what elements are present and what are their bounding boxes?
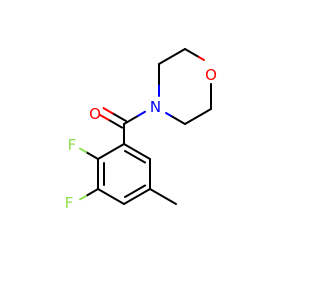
- bond-c2-o: [184, 48, 200, 59]
- bond-c4-n-blue: [165, 112, 172, 117]
- bond-c5-methyl: [149, 188, 177, 205]
- bond-c1-c2: [158, 48, 186, 65]
- atom-label-fluorine-3: F: [65, 194, 74, 212]
- atom-label-fluorine-2: F: [68, 136, 77, 154]
- bond-ring-c4-c5-inner: [124, 184, 146, 198]
- bond-carbonyl-double-b: [107, 118, 124, 129]
- bond-ring-c6-c1-inner: [124, 150, 146, 164]
- atom-label-carbonyl-oxygen: O: [89, 105, 101, 123]
- bond-c3-f: [85, 188, 99, 197]
- bond-ring-c1-c2: [97, 143, 125, 160]
- molecule-structure: O N O F F: [65, 48, 217, 212]
- atom-label-morpholine-nitrogen: N: [150, 98, 161, 116]
- bond-c2-f: [85, 151, 99, 160]
- bond-c3-f-green: [79, 195, 87, 201]
- bond-carbonyl-n-blue: [137, 110, 146, 117]
- bond-c3-c4: [184, 108, 212, 125]
- bonds: [79, 48, 212, 205]
- bond-ring-c3-c4: [97, 188, 125, 205]
- structure-canvas: O N O F F: [64, 48, 217, 212]
- bond-carbonyl-double-a-red: [102, 107, 114, 115]
- bond-c2-o-red: [198, 56, 205, 61]
- bond-ring-c4-c5: [123, 188, 151, 205]
- bond-c4-n: [170, 114, 186, 125]
- atom-label-morpholine-oxygen: O: [205, 66, 217, 84]
- bond-carbonyl-double-b-red: [98, 113, 110, 121]
- bond-c2-f-green: [79, 147, 87, 153]
- bond-carbonyl-n: [123, 114, 139, 125]
- bond-ring-c6-c1: [123, 143, 151, 160]
- bond-carbonyl-double-a: [111, 112, 127, 122]
